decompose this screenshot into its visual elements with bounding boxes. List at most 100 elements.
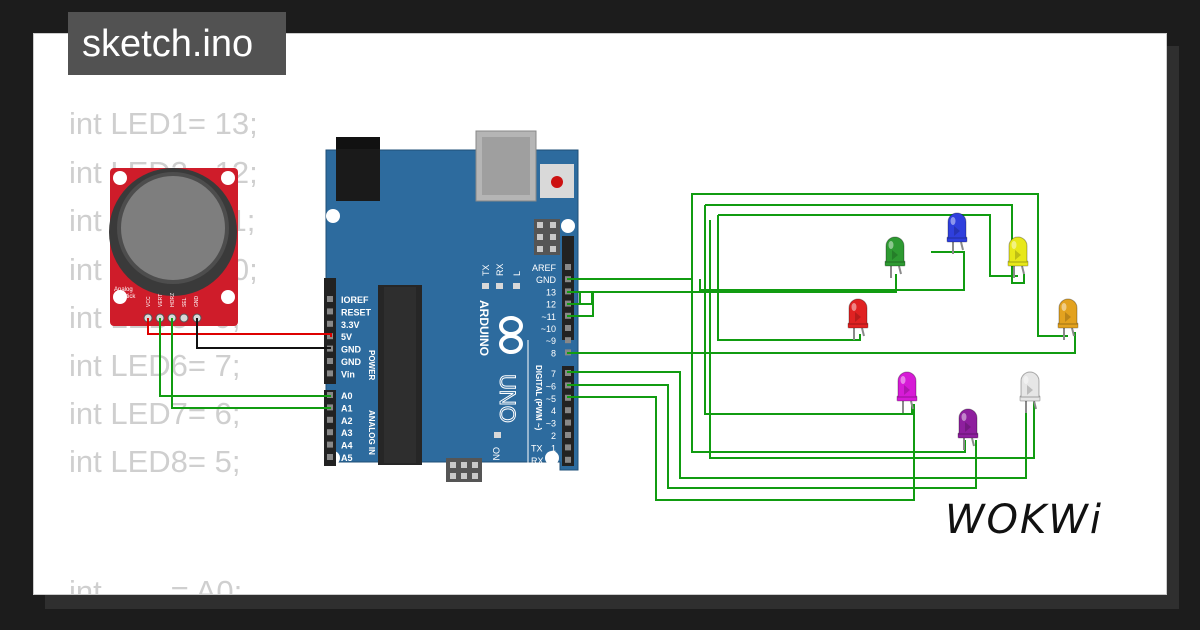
wire-led1b [699,251,965,291]
led-label: RX [495,263,505,276]
analog-pin-label: A3 [341,428,353,438]
wire-a0 [159,318,331,397]
code-line: int LED1= 13; [69,106,258,141]
wire-led8 [709,220,1035,459]
digital-pin-label: GND [536,275,557,285]
led[interactable] [1007,236,1029,278]
header-pin[interactable] [327,416,333,423]
wire-led6 [704,205,913,415]
digital-pin-label: TX [531,443,543,453]
code-line: int ... = A0; [69,574,243,595]
header-pin[interactable] [327,454,333,460]
digital-label: DIGITAL (PWM ~) [534,365,543,431]
digital-pin-label: 4 [551,406,556,416]
header-pin[interactable] [565,325,571,331]
wires [147,193,1076,501]
header-pin[interactable] [327,370,333,377]
wire-pin6 [567,384,977,489]
joystick-label: Analog [114,287,133,293]
digital-pin-label: RX [531,456,544,466]
joystick-knob [117,172,229,284]
wire-led1 [567,274,897,293]
analog-pin-label: A5 [341,453,353,463]
power-jack [336,149,380,201]
power-pin-label: GND [341,357,362,367]
led[interactable] [1019,371,1041,413]
code-line: int LED6= 7; [69,348,241,383]
wire-led3 [705,204,1025,284]
wire-led7 [691,279,966,453]
header-pin[interactable] [565,432,571,438]
analog-pin-label: A4 [341,441,353,451]
wire-5v [147,318,332,337]
header-pin[interactable] [327,320,333,327]
wire-led2 [567,292,593,305]
header-pin[interactable] [327,296,333,302]
digital-pin-label: 1 [551,443,556,453]
led[interactable] [946,212,968,254]
led[interactable] [896,371,918,413]
header-pin[interactable] [565,444,571,451]
wire-pin7 [567,371,1027,479]
led[interactable] [847,298,869,340]
analog-pin-label: A1 [341,403,353,413]
power-label: POWER [367,350,376,380]
digital-pin-label: 7 [551,369,556,379]
arduino-logo [499,316,523,354]
wire-pin5 [567,396,915,501]
wokwi-logo: WOKWi [945,497,1103,543]
header-pin[interactable] [327,441,333,448]
led-label: L [512,271,522,276]
header-pin[interactable] [565,407,571,414]
power-pin-label: GND [341,345,362,355]
digital-pin-label: 8 [551,348,556,358]
joystick-pin-label: GND [194,296,200,308]
header-pin[interactable] [565,337,571,344]
led[interactable] [957,408,979,450]
led[interactable] [884,236,906,278]
joystick-pin-label: HORZ [170,293,176,307]
led-group [847,212,1079,450]
joystick-pin [179,313,189,323]
code-line: int LED7= 6; [69,396,241,431]
wire-led4 [717,215,861,341]
header-pin[interactable] [565,264,571,270]
joystick-pin-label: VCC [146,296,152,307]
wire-gnd [196,318,331,349]
header-pin[interactable] [327,358,333,364]
wire-led5 [567,332,1076,354]
analog-pin-label: A2 [341,416,353,426]
file-name: sketch.ino [82,23,254,65]
led-label: ON [491,447,501,461]
analog-joystick[interactable]: Analog Joystick VCC VERT HORZ SEL GND [109,168,238,326]
led[interactable] [1057,298,1079,340]
card-shadow [1167,46,1179,609]
header-pin[interactable] [327,308,333,315]
digital-header-high [562,236,574,340]
power-pin-label: 5V [341,332,352,342]
header-pin[interactable] [565,456,571,463]
arduino-uno[interactable]: TX RX L ON ARDUINO UNO DIGITAL (PWM ~) P… [324,130,579,482]
led-label: TX [481,264,491,276]
digital-pin-label: AREF [532,263,557,273]
header-pin[interactable] [565,419,571,426]
analog-label: ANALOG IN [367,410,376,455]
power-pin-label: Vin [341,369,355,379]
joystick-label: Joystick [114,294,136,300]
power-pin-label: IOREF [341,295,369,305]
code-line: int LED8= 5; [69,444,241,479]
digital-pin-label: ~5 [546,394,556,404]
file-tab[interactable]: sketch.ino [68,12,286,75]
header-pin[interactable] [327,429,333,436]
power-header [324,278,336,384]
digital-pin-label: ~11 [541,312,556,322]
digital-pin-label: 12 [546,300,556,310]
power-pin-label: RESET [341,307,372,317]
analog-pin-label: A0 [341,391,353,401]
power-jack [336,137,380,149]
card-shadow [45,595,1179,609]
digital-pin-label: ~6 [546,381,556,391]
digital-pin-label: 2 [551,431,556,441]
digital-pin-label: 13 [546,287,556,297]
